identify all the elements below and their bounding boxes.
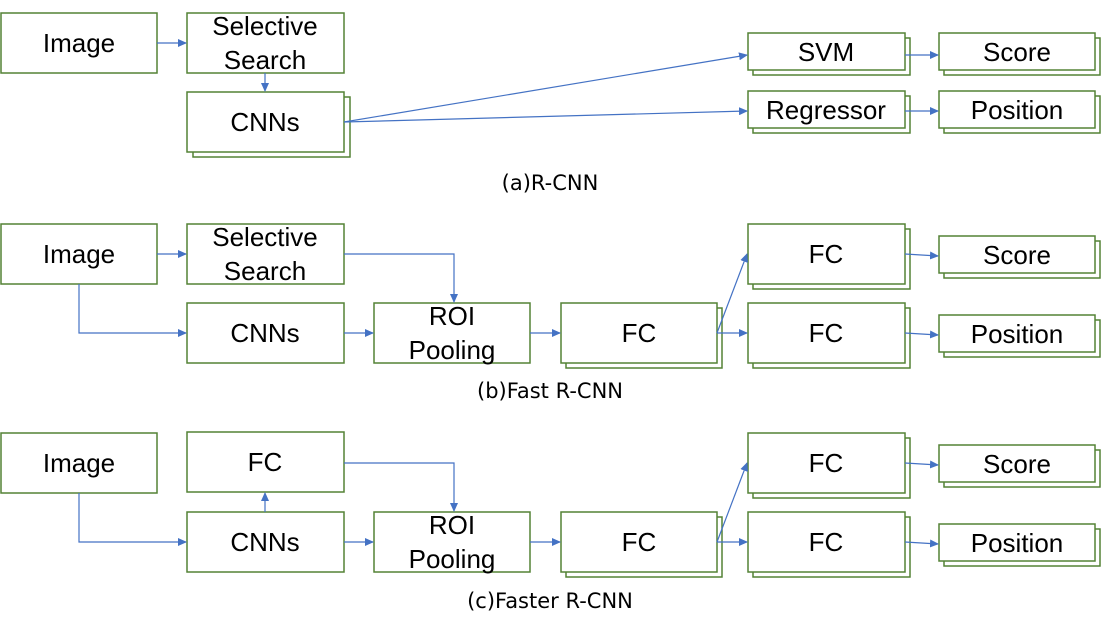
faster-arrow-fc-to-position <box>904 539 939 548</box>
rcnn-arrow-cnns-to-regressor <box>343 107 748 123</box>
fast-rcnn-caption: (b)Fast R-CNN <box>477 379 623 403</box>
faster-rcnn-caption: (c)Faster R-CNN <box>467 589 633 613</box>
faster-fc-top-label: FC <box>248 447 283 477</box>
fast-position-box: Position <box>938 314 1101 358</box>
faster-fc-top-box: FC <box>186 431 345 493</box>
rcnn-cnns-box: CNNs <box>186 91 351 158</box>
faster-fc-score-box: FC <box>747 432 911 499</box>
rcnn-score-box: Score <box>938 32 1101 76</box>
faster-cnns-label: CNNs <box>230 527 299 557</box>
fast-score-box: Score <box>938 235 1101 279</box>
fast-fc-main-label: FC <box>622 318 657 348</box>
fast-image-box: Image <box>0 223 158 285</box>
rcnn-regressor-label: Regressor <box>766 95 886 125</box>
faster-position-box: Position <box>938 523 1101 567</box>
faster-arrow-fc-top-to-roi <box>344 462 458 512</box>
faster-fc-score-label: FC <box>809 448 844 478</box>
rcnn-image-label: Image <box>43 28 115 58</box>
rcnn-cnns-label: CNNs <box>230 107 299 137</box>
faster-score-box: Score <box>938 444 1101 488</box>
fast-rcnn-panel: Image Selective Search CNNs ROI Pooling … <box>0 222 1101 403</box>
faster-arrow-fc-to-score <box>904 460 939 469</box>
fast-arrow-fc-to-fc-score <box>716 253 748 334</box>
rcnn-caption: (a)R-CNN <box>502 171 599 195</box>
faster-rcnn-panel: Image FC CNNs ROI Pooling FC FC FC <box>0 431 1101 613</box>
fast-roi-pooling-label-line2: Pooling <box>409 335 496 365</box>
faster-position-label: Position <box>971 528 1064 558</box>
fast-fc-main-box: FC <box>560 302 723 369</box>
fast-fc-position-label: FC <box>809 318 844 348</box>
rcnn-regressor-box: Regressor <box>747 90 911 134</box>
fast-roi-pooling-box: ROI Pooling <box>373 301 531 365</box>
rcnn-svm-label: SVM <box>798 37 854 67</box>
faster-roi-pooling-label-line2: Pooling <box>409 544 496 574</box>
faster-roi-pooling-label-line1: ROI <box>429 510 475 540</box>
rcnn-svm-box: SVM <box>747 32 911 76</box>
rcnn-panel: Image Selective Search CNNs SVM Regresso… <box>0 11 1101 195</box>
fast-arrow-ss-to-roi <box>344 253 458 303</box>
faster-fc-main-box: FC <box>560 511 723 578</box>
faster-arrow-fc-to-fc-score <box>716 462 748 543</box>
rcnn-position-box: Position <box>938 90 1101 134</box>
faster-fc-main-label: FC <box>622 527 657 557</box>
fast-fc-position-box: FC <box>747 302 911 369</box>
fast-fc-score-label: FC <box>809 239 844 269</box>
fast-cnns-box: CNNs <box>186 302 345 364</box>
faster-roi-pooling-box: ROI Pooling <box>373 510 531 574</box>
fast-selective-search-box: Selective Search <box>186 222 345 286</box>
rcnn-arrow-cnns-to-svm <box>343 52 748 123</box>
fast-selective-search-label-line1: Selective <box>212 222 318 252</box>
fast-arrow-fc-to-score <box>904 251 939 260</box>
rcnn-score-label: Score <box>983 37 1051 67</box>
faster-image-box: Image <box>0 432 158 494</box>
fast-selective-search-label-line2: Search <box>224 256 306 286</box>
fast-arrow-fc-to-position <box>904 330 939 339</box>
rcnn-selective-search-box: Selective Search <box>186 11 345 75</box>
faster-image-label: Image <box>43 448 115 478</box>
faster-fc-position-box: FC <box>747 511 911 578</box>
fast-roi-pooling-label-line1: ROI <box>429 301 475 331</box>
rcnn-image-box: Image <box>0 12 158 74</box>
fast-image-label: Image <box>43 239 115 269</box>
rcnn-selective-search-label-line2: Search <box>224 45 306 75</box>
fast-fc-score-box: FC <box>747 223 911 290</box>
rcnn-selective-search-label-line1: Selective <box>212 11 318 41</box>
fast-position-label: Position <box>971 319 1064 349</box>
faster-cnns-box: CNNs <box>186 511 345 573</box>
fast-cnns-label: CNNs <box>230 318 299 348</box>
faster-score-label: Score <box>983 449 1051 479</box>
rcnn-position-label: Position <box>971 95 1064 125</box>
faster-fc-position-label: FC <box>809 527 844 557</box>
fast-score-label: Score <box>983 240 1051 270</box>
fast-arrow-image-to-cnns <box>78 284 187 337</box>
faster-arrow-image-to-cnns <box>78 493 187 546</box>
